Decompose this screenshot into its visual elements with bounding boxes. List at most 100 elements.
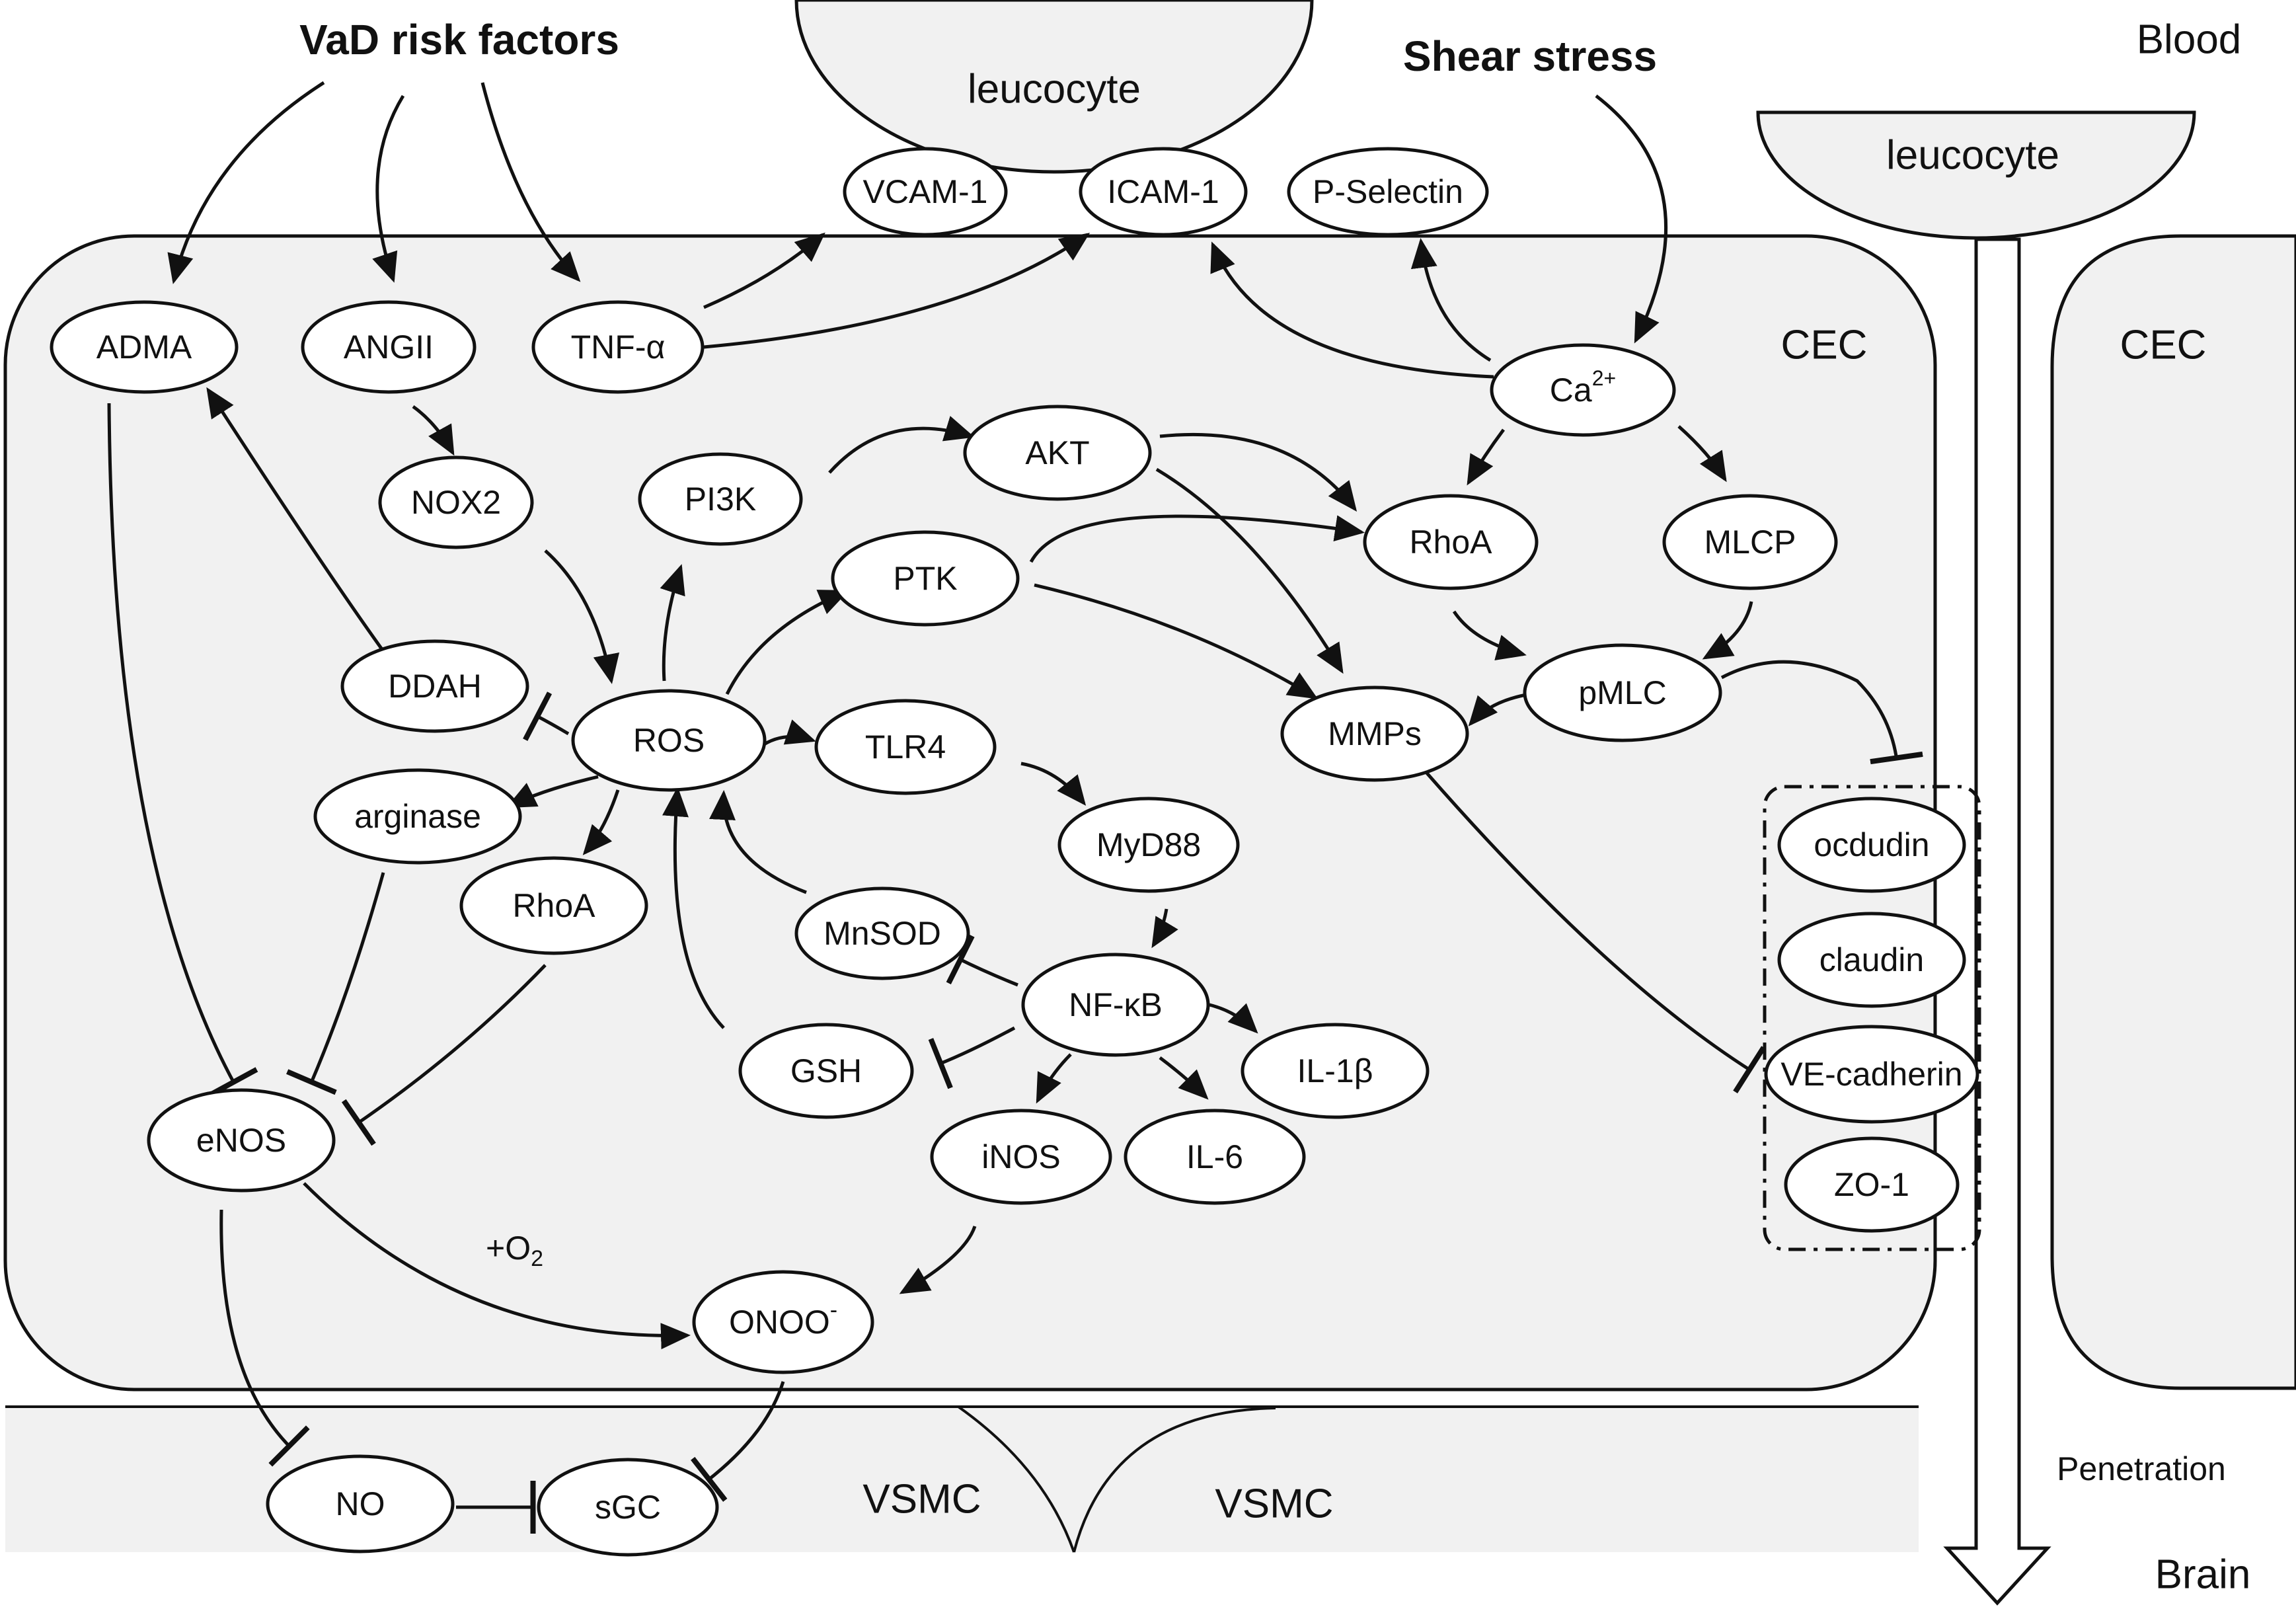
edge-risk-adma — [167, 81, 325, 284]
edge-tnfa-vcam — [703, 232, 825, 309]
node-icam1-shape — [1079, 147, 1248, 237]
node-vcam1-shape — [843, 147, 1008, 237]
region-cec-left: CEC — [1781, 323, 1868, 368]
node-ocdudin-label: ocdudin — [1814, 826, 1929, 863]
edge-ca-icam — [1210, 241, 1494, 379]
node-rhoa-low-shape — [459, 856, 648, 955]
edge-shear-ca — [1595, 95, 1668, 344]
edge-arginase-enos — [286, 872, 385, 1095]
edge-rhoa-pmlc — [1452, 610, 1527, 661]
edge-mlcp-pmlc — [1702, 601, 1753, 660]
region-vsmc-right: VSMC — [1215, 1481, 1333, 1527]
node-pi3k-label: PI3K — [685, 481, 756, 518]
node-pi3k-shape — [638, 452, 803, 546]
edge-nfkb-mnsod — [946, 934, 1018, 987]
vsmc-divider-left — [957, 1405, 1075, 1553]
node-vecadherin-shape — [1764, 1025, 1979, 1124]
node-sgc-shape — [537, 1458, 719, 1557]
node-nox2-label: NOX2 — [411, 484, 501, 521]
node-onoo-label: ONOO- — [729, 1298, 837, 1341]
edge-ca-rhoa — [1467, 428, 1506, 486]
node-il6-shape — [1124, 1109, 1306, 1205]
node-pmlc-shape — [1523, 643, 1722, 742]
cec-right-cell — [2050, 234, 2296, 1390]
edge-ca-pselectin — [1410, 238, 1492, 362]
node-adma-label: ADMA — [96, 329, 192, 366]
node-no-shape — [266, 1454, 455, 1553]
node-ros-shape — [571, 689, 767, 792]
node-mmps-shape — [1280, 686, 1469, 782]
node-adma-shape — [50, 300, 239, 394]
node-nfkb-label: NF-κB — [1069, 986, 1163, 1023]
node-ca-label: Ca2+ — [1550, 366, 1616, 409]
edge-nfkb-inos — [1036, 1053, 1072, 1104]
node-mnsod-shape — [794, 886, 970, 980]
node-nox2-shape — [378, 455, 534, 549]
node-myd88-label: MyD88 — [1096, 826, 1201, 863]
node-pselectin-label: P-Selectin — [1313, 173, 1463, 210]
edge-tlr4-myd88 — [1020, 762, 1087, 806]
node-il1b-label: IL-1β — [1297, 1052, 1373, 1089]
edges — [107, 81, 1923, 1534]
annotation-plus-o2: +O2 — [486, 1230, 543, 1271]
node-tnfa-shape — [531, 300, 705, 394]
node-ros-label: ROS — [633, 722, 705, 759]
node-ca-base: Ca — [1550, 372, 1592, 409]
nodes: VCAM-1 ICAM-1 P-Selectin ADMA ANGII TNF-… — [50, 147, 1979, 1557]
node-angii-label: ANGII — [344, 329, 434, 366]
node-inos-label: iNOS — [981, 1138, 1060, 1175]
edge-rhoa-low-enos — [341, 964, 547, 1146]
region-cec-right: CEC — [2120, 323, 2207, 368]
edge-enos-no — [219, 1209, 310, 1467]
annotation-o2-base: +O — [486, 1230, 531, 1267]
node-arginase-label: arginase — [354, 798, 481, 835]
edge-ros-rhoa-low — [582, 789, 620, 855]
node-gsh-shape — [738, 1023, 914, 1119]
region-penetration: Penetration — [2057, 1450, 2226, 1487]
edge-akt-mmps — [1155, 467, 1344, 674]
node-zo1-label: ZO-1 — [1834, 1166, 1909, 1203]
node-akt-label: AKT — [1025, 434, 1089, 471]
edge-angii-nox2 — [412, 405, 455, 456]
node-ca-sup: 2+ — [1592, 366, 1616, 390]
node-mmps-label: MMPs — [1328, 715, 1422, 752]
edge-gsh-ros — [662, 787, 725, 1029]
node-ca-shape — [1490, 343, 1676, 437]
vsmc-divider-right — [1073, 1407, 1276, 1553]
edge-risk-angii — [372, 95, 405, 283]
node-mlcp-shape — [1662, 494, 1838, 590]
header-vad-risk-factors: VaD risk factors — [299, 16, 619, 63]
edge-akt-rhoa — [1159, 432, 1358, 512]
edge-ptk-rhoa — [1029, 514, 1365, 563]
region-leucocyte-left: leucocyte — [968, 67, 1141, 112]
edge-risk-tnfa — [480, 82, 581, 282]
node-ddah-shape — [340, 639, 529, 733]
node-myd88-shape — [1057, 797, 1240, 893]
node-rhoa-low-label: RhoA — [512, 887, 595, 924]
leucocyte-left-body — [794, 0, 1314, 174]
node-ptk-shape — [831, 530, 1020, 627]
node-onoo-shape — [692, 1270, 874, 1374]
node-tnfa-label: TNF-α — [571, 329, 666, 366]
penetration-arrow — [1943, 237, 2051, 1606]
edge-onoo-sgc — [691, 1381, 785, 1502]
edge-pmlc-mmps — [1468, 692, 1531, 726]
node-icam1-label: ICAM-1 — [1107, 173, 1219, 210]
edge-nfkb-gsh — [928, 1026, 1016, 1089]
header-shear-stress: Shear stress — [1403, 32, 1657, 80]
node-sgc-label: sGC — [595, 1489, 661, 1526]
node-gsh-label: GSH — [790, 1052, 862, 1089]
edge-nox2-ros — [544, 549, 620, 684]
edge-inos-onoo — [899, 1226, 977, 1294]
node-ocdudin-shape — [1777, 797, 1966, 893]
edge-ros-ddah — [523, 691, 570, 741]
node-mnsod-label: MnSOD — [823, 915, 941, 952]
edge-enos-onoo — [303, 1182, 691, 1350]
edge-myd88-nfkb — [1151, 908, 1178, 949]
edge-pmlc-ocdudin — [1720, 660, 1923, 765]
edge-ca-mlcp — [1677, 425, 1727, 483]
edge-mnsod-ros — [709, 790, 807, 894]
node-vecadherin-label: VE-cadherin — [1780, 1056, 1962, 1093]
edge-nfkb-il1b — [1209, 1003, 1258, 1034]
